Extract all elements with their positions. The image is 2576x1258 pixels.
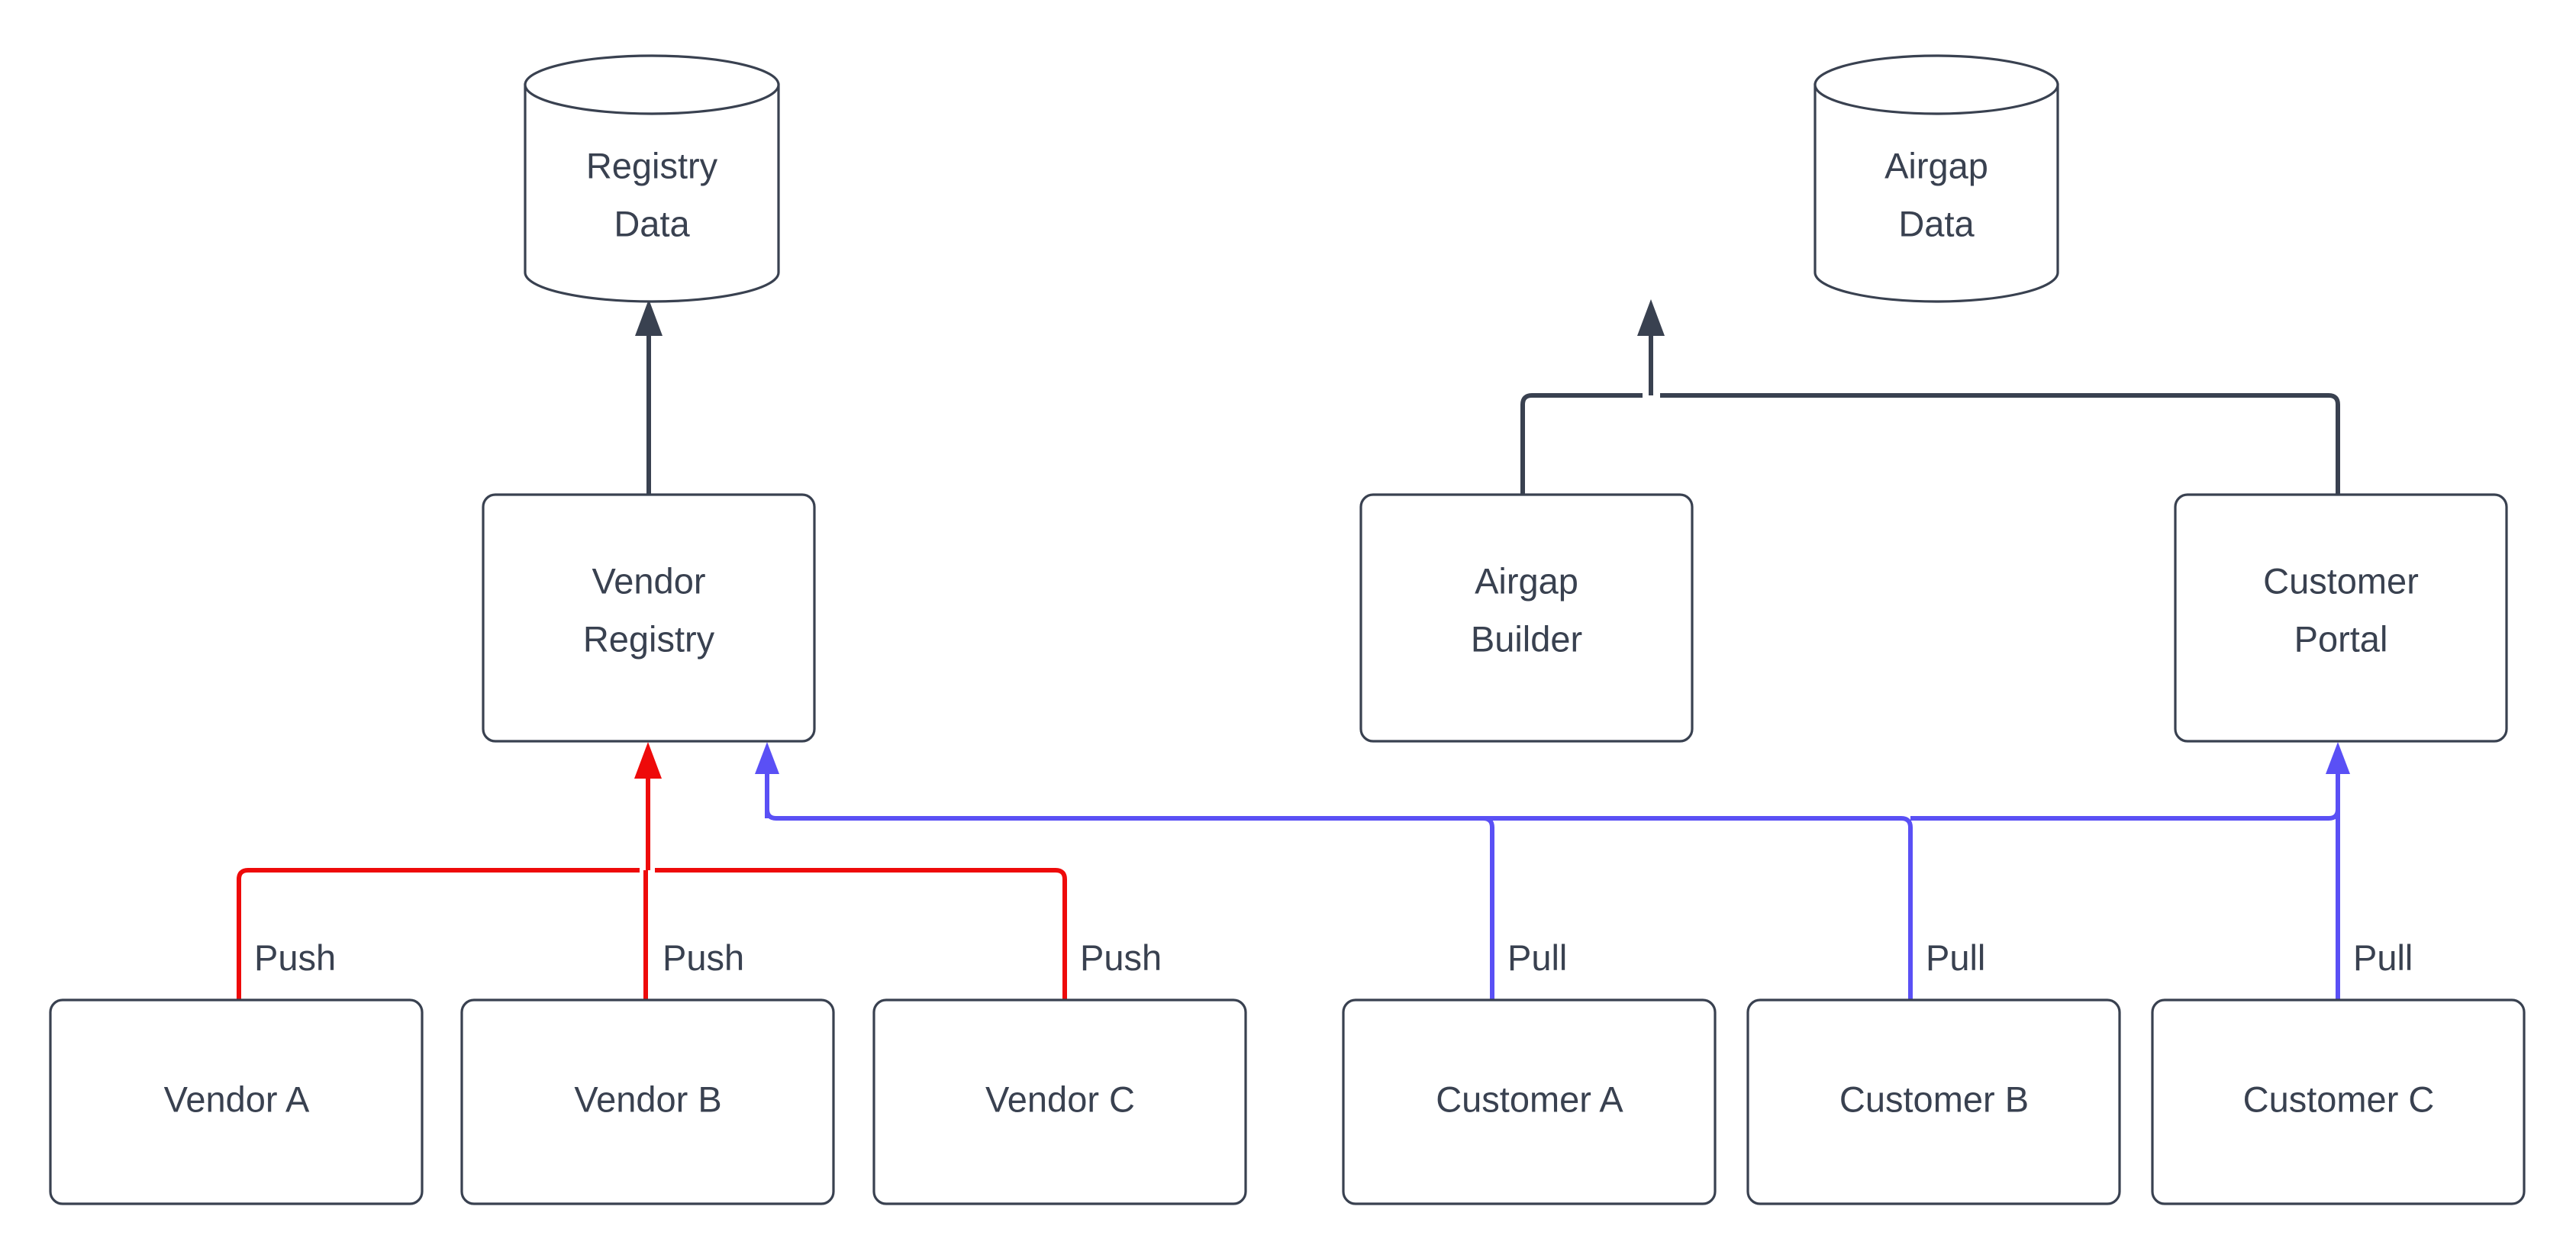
node-customer-b[interactable]: Customer B xyxy=(1746,998,2121,1205)
cylinder-top-ellipse xyxy=(1814,54,2059,115)
node-label-line1: Vendor C xyxy=(985,1079,1135,1119)
edge-line xyxy=(1660,393,2340,495)
node-customer-c[interactable]: Customer C xyxy=(2151,998,2526,1205)
arrow-head-up-icon xyxy=(634,742,662,779)
node-vendor-a[interactable]: Vendor A xyxy=(49,998,424,1205)
node-label-line2: Builder xyxy=(1471,618,1582,659)
node-box xyxy=(2151,998,2526,1205)
node-label-line1: Customer C xyxy=(2243,1079,2435,1119)
node-box xyxy=(1359,493,1694,743)
edge-label-push-vendor-b: Push xyxy=(663,937,744,978)
node-vendor-c[interactable]: Vendor C xyxy=(872,998,1247,1205)
node-box xyxy=(1342,998,1717,1205)
node-label-line2: Registry xyxy=(583,618,715,659)
node-label-line1: Customer xyxy=(2263,560,2419,601)
arrow-head-up-icon xyxy=(755,742,779,774)
node-label-line1: Customer B xyxy=(1839,1079,2029,1119)
edge-push-bus-riser-to-vendor-registry xyxy=(634,742,662,870)
node-label-line1: Airgap xyxy=(1475,560,1578,601)
arrow-head-up-icon xyxy=(2326,742,2350,774)
arrow-head-up-icon xyxy=(1637,299,1665,336)
node-airgap-data[interactable]: Airgap Data xyxy=(1814,54,2059,303)
edge-label-pull-customer-b: Pull xyxy=(1926,937,1985,978)
node-label-line2: Data xyxy=(1898,203,1975,244)
edge-customer-b-pull xyxy=(776,816,1913,1000)
node-box xyxy=(49,998,424,1205)
node-label-line1: Vendor A xyxy=(164,1079,310,1119)
node-label-line1: Customer A xyxy=(1436,1079,1623,1119)
edge-line xyxy=(237,868,640,1000)
edge-line xyxy=(776,816,1913,1000)
node-customer-portal[interactable]: Customer Portal xyxy=(2174,493,2508,743)
node-airgap-builder[interactable]: Airgap Builder xyxy=(1359,493,1694,743)
node-label-line1: Vendor B xyxy=(574,1079,721,1119)
node-box xyxy=(460,998,835,1205)
edge-label-push-vendor-c: Push xyxy=(1080,937,1162,978)
cylinder-top-ellipse xyxy=(524,54,780,115)
node-label-line2: Data xyxy=(614,203,690,244)
edge-pull-bus-riser-to-vendor-registry xyxy=(755,742,779,821)
edge-vendor-registry-to-registry-data xyxy=(635,299,663,495)
node-label-line1: Vendor xyxy=(592,560,706,601)
node-label-line2: Portal xyxy=(2294,618,2388,659)
edge-customer-c-pull xyxy=(1910,742,2350,1000)
node-customer-a[interactable]: Customer A xyxy=(1342,998,1717,1205)
edge-line-corner xyxy=(765,808,777,821)
node-box xyxy=(482,493,816,743)
edge-line xyxy=(655,868,1067,1000)
edge-label-pull-customer-a: Pull xyxy=(1507,937,1567,978)
node-box xyxy=(2174,493,2508,743)
edge-label-pull-customer-c: Pull xyxy=(2353,937,2413,978)
node-box xyxy=(1746,998,2121,1205)
edge-airgap-bus-riser xyxy=(1637,299,1665,395)
node-label-line1: Airgap xyxy=(1884,145,1988,185)
edge-vendor-a-push xyxy=(237,868,640,1000)
edge-customer-portal-to-airgap-data xyxy=(1660,393,2340,495)
edge-vendor-c-push xyxy=(655,868,1067,1000)
node-vendor-b[interactable]: Vendor B xyxy=(460,998,835,1205)
edge-line xyxy=(1520,393,1643,495)
node-registry-data[interactable]: Registry Data xyxy=(524,54,780,303)
edge-airgap-builder-to-airgap-data xyxy=(1520,393,1643,495)
node-box xyxy=(872,998,1247,1205)
cylinder-body xyxy=(524,83,780,303)
edge-label-push-vendor-a: Push xyxy=(254,937,336,978)
arrow-head-up-icon xyxy=(635,299,663,336)
cylinder-body xyxy=(1814,83,2059,303)
node-vendor-registry[interactable]: Vendor Registry xyxy=(482,493,816,743)
node-label-line1: Registry xyxy=(586,145,718,185)
edge-line-merge xyxy=(1910,808,2340,821)
